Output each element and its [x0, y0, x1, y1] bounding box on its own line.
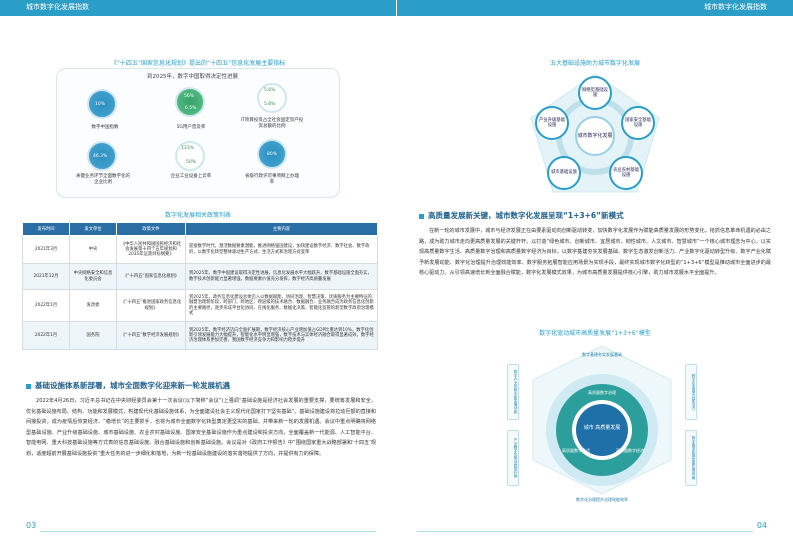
table-header: 政策文件: [116, 222, 186, 236]
model-side-label: 数字产业化赋予新发展动能: [507, 364, 519, 420]
model-side-label: 数字服务拓展智能应用场景: [685, 430, 697, 486]
model-top-label: 数字基建夯实发展基础: [582, 352, 622, 357]
policy-table-caption: 数字化发展相关政策列表: [164, 212, 231, 219]
table-row: 2021年12月 中央网络安全和信息化委员会 《“十四五”国家信息化规划》 到2…: [22, 263, 378, 290]
section-bullet-icon: [26, 383, 31, 389]
indicators-caption: 《“十四五”国家信息化规划》提出的“十四五”信息化发展主要指标: [110, 60, 286, 67]
model-caption: 数字化驱动城市高质量发展“1+3+6”模型: [539, 330, 651, 337]
left-page-number: 03: [26, 521, 37, 530]
node-security-infra: 国家安全基础设施: [621, 106, 655, 140]
indicator-gauge: 46.3%: [87, 141, 117, 171]
node-city-infra: 城市基础设施: [547, 156, 581, 190]
indicator-gauge: 80%: [257, 139, 287, 169]
indicator-gauge: 10%: [87, 89, 117, 119]
indicator-gauge: 131%50%: [175, 141, 205, 171]
indicator-gauge: 56%6.5%: [175, 87, 205, 117]
five-infra-caption: 五大基础设施助力城市数字化发展: [549, 60, 640, 67]
model-diagram: 数字基建夯实发展基础 城市 高质量发展 高质量数字治理 高质量数字生活 高质量数…: [531, 344, 673, 496]
model-side-label: 产业数字化驱动转型升级: [507, 430, 519, 486]
right-page-number: 04: [756, 521, 767, 530]
model-ring-label: 高质量数字生活: [562, 448, 590, 453]
footer-line: [417, 531, 753, 532]
indicator-digital-index: 10% 数字中国指数: [87, 89, 119, 130]
right-page: 城市数字化发展指数 五大基础设施助力城市数字化发展 城市数字化发展 网络型基础设…: [397, 0, 793, 538]
indicator-enterprise-digital: 46.3% 关键业务环节全面数字化的企业比例: [76, 141, 130, 185]
right-header-bar: 城市数字化发展指数: [397, 0, 793, 16]
section-bullet-icon: [419, 213, 424, 219]
model-bottom-label: 数字化治理提升治理效能效率: [576, 497, 628, 502]
indicator-it-investment: 5.6%5.8% IT项目投资占全社会固定资产投资总额的比例: [241, 83, 303, 129]
section2-title: 高质量发展新关键，城市数字化发展呈现“1+3+6”新模式: [419, 210, 624, 221]
footer-line: [40, 531, 376, 532]
indicator-gauge: 5.6%5.8%: [257, 83, 287, 113]
indicator-cloud-rate: 131%50% 企业工业设备上云率: [171, 141, 211, 179]
node-industry-infra: 产业升级基础设施: [535, 106, 569, 140]
section2-paragraph: 在新一轮的城市发展中，城市与经济发展正在由要素驱动向创新驱动转变，加快数字化发展…: [419, 228, 771, 277]
policy-table: 发布时间 发文单位 政策文件 主要内容 2021年3月 中央 《中华人民共和国国…: [22, 222, 378, 350]
table-header: 发文单位: [69, 222, 117, 236]
indicator-online-approval: 80% 省级行政许可事项网上办理率: [245, 139, 299, 185]
indicator-5g: 56%6.5% 5G用户普及率: [175, 87, 205, 130]
indicators-subtitle: 到2025年，数字中国取得决定性进展: [147, 74, 238, 80]
node-network-infra: 网络型基础设施: [578, 76, 612, 110]
five-infra-diagram: 城市数字化发展 网络型基础设施 国家安全基础设施 农业农村基础设施 城市基础设施…: [525, 70, 665, 196]
table-row: 2022年1月 国务院 《“十四五”数字经济发展规划》 到2025年，数字经济迈…: [22, 321, 378, 350]
left-header-title: 城市数字化发展指数: [26, 3, 89, 11]
model-ring-label: 高质量数字治理: [588, 390, 616, 395]
table-row: 2021年3月 中央 《中华人民共和国国民经济和社会发展第十四个五年规划和203…: [22, 235, 378, 264]
left-header-bar: 城市数字化发展指数: [0, 0, 396, 16]
indicators-panel: 到2025年，数字中国取得决定性进展 10% 数字中国指数 56%6.5% 5G…: [56, 68, 340, 198]
model-rings: [532, 345, 672, 495]
table-header: 主要内容: [185, 222, 378, 236]
right-header-title: 城市数字化发展指数: [704, 3, 767, 11]
table-header: 发布时间: [22, 222, 70, 236]
model-ring-label: 高质量数字经济: [616, 448, 644, 453]
five-infra-hub: 城市数字化发展: [575, 116, 615, 156]
section1-paragraph: 2022年4月26日，习近平总书记在中央财经委员会第十一次会议(以下简称“会议”…: [26, 398, 376, 457]
section1-title: 基础设施体系新部署，城市全面数字化迎来新一轮发展机遇: [26, 380, 230, 391]
left-page: 城市数字化发展指数 《“十四五”国家信息化规划》提出的“十四五”信息化发展主要指…: [0, 0, 396, 538]
model-side-label: 数字生态激发创新活力: [685, 364, 697, 420]
node-agri-infra: 农业农村基础设施: [609, 156, 643, 190]
table-row: 2022年1月 发改委 《“十四五”推进国家政务信息化规划》 到2025年，政务…: [22, 289, 378, 322]
model-core-label: 城市 高质量发展: [583, 425, 621, 431]
